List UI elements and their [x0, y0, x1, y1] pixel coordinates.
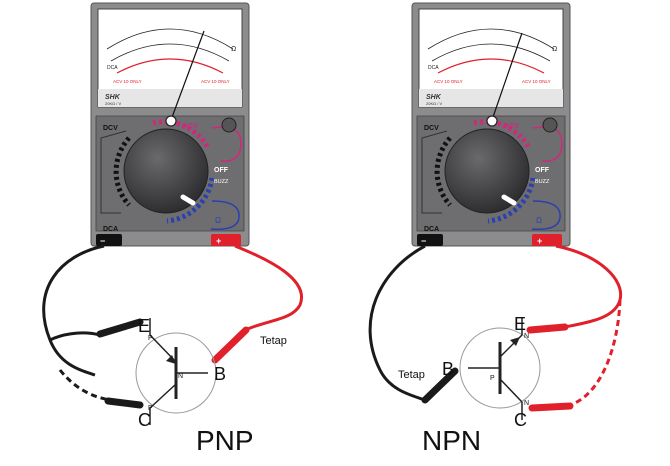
- red-probe-emitter-right: [526, 323, 569, 334]
- meter-model: 20KΩ / V: [426, 101, 442, 106]
- dial-label-acv: ACV: [504, 123, 519, 130]
- multimeter-left: DCA ACV 10 ONLY ACV 10 ONLY Ω SHK 20KΩ /…: [91, 3, 249, 246]
- black-probe-collector-left: [104, 397, 144, 409]
- pnp-fixed-label: Tetap: [260, 335, 287, 347]
- black-lead-left-to-emitter: [49, 331, 101, 342]
- dial-label-off: OFF: [214, 167, 229, 174]
- black-probe-emitter-left: [96, 318, 144, 338]
- dial-label-ohm: Ω: [536, 216, 542, 225]
- meter-brand: SHK: [105, 94, 121, 101]
- needle-pivot: [165, 115, 177, 127]
- scale-label-acv-left: ACV 10 ONLY: [113, 79, 142, 84]
- dial-label-dcv: DCV: [424, 125, 439, 132]
- scale-label-acv-right: ACV 10 ONLY: [201, 79, 230, 84]
- dial-label-buzz: BUZZ: [214, 179, 229, 185]
- black-probe-base-right: [421, 367, 459, 404]
- terminal-plus-label: +: [216, 236, 221, 246]
- red-lead-right: [555, 244, 623, 329]
- npn-transistor: [459, 318, 541, 420]
- terminal-com-label: −: [100, 236, 105, 246]
- dial-label-off: OFF: [535, 167, 550, 174]
- black-lead-left-dashed: [58, 369, 111, 402]
- dial-label-dcv: DCV: [103, 125, 118, 132]
- scale-label-dca: DCA: [428, 65, 439, 71]
- meter-brand: SHK: [426, 94, 442, 101]
- pnp-region-b: N: [178, 373, 183, 380]
- terminal-com-label: −: [421, 236, 426, 246]
- meter-needle: [491, 32, 523, 121]
- npn-emitter-label: E: [514, 314, 526, 334]
- pnp-collector-label: C: [138, 410, 151, 430]
- pnp-region-e: P: [148, 335, 153, 342]
- scale-label-acv-left: ACV 10 ONLY: [434, 79, 463, 84]
- red-lead-left: [234, 244, 304, 332]
- dial-label-dca: DCA: [424, 226, 439, 233]
- scale-label-ohm: Ω: [552, 46, 557, 53]
- dial-label-acv: ACV: [183, 123, 198, 130]
- meter-needle: [170, 30, 205, 121]
- scale-label-acv-right: ACV 10 ONLY: [522, 79, 551, 84]
- npn-region-e: N: [524, 333, 529, 340]
- red-probe-base-left: [211, 326, 250, 364]
- transistor-body-circle: [459, 327, 541, 409]
- scale-label-ohm: Ω: [231, 46, 236, 53]
- pnp-transistor: [135, 318, 217, 425]
- pnp-region-c: P: [148, 405, 153, 412]
- red-lead-right-dashed: [569, 299, 622, 407]
- dial-label-buzz: BUZZ: [535, 179, 550, 185]
- npn-fixed-label: Tetap: [398, 369, 425, 381]
- terminal-plus-label: +: [537, 236, 542, 246]
- npn-region-c: N: [524, 400, 529, 407]
- black-lead-right: [368, 244, 426, 402]
- pnp-base-label: B: [214, 364, 226, 384]
- meter-model: 20KΩ / V: [105, 101, 121, 106]
- pnp-title: PNP: [196, 425, 254, 456]
- pnp-emitter-label: E: [138, 316, 150, 336]
- needle-pivot: [486, 115, 498, 127]
- npn-base-label: B: [442, 359, 454, 379]
- black-lead-left: [42, 244, 105, 377]
- npn-collector-label: C: [514, 410, 527, 430]
- multimeter-right: DCA ACV 10 ONLY ACV 10 ONLY Ω SHK 20KΩ /…: [412, 3, 570, 246]
- transistor-body-circle: [135, 332, 217, 414]
- red-probe-collector-right: [528, 402, 574, 412]
- npn-title: NPN: [422, 425, 481, 456]
- dial-label-dca: DCA: [103, 226, 118, 233]
- scale-label-dca: DCA: [107, 65, 118, 71]
- dial-label-ohm: Ω: [215, 216, 221, 225]
- npn-region-b: P: [490, 375, 495, 382]
